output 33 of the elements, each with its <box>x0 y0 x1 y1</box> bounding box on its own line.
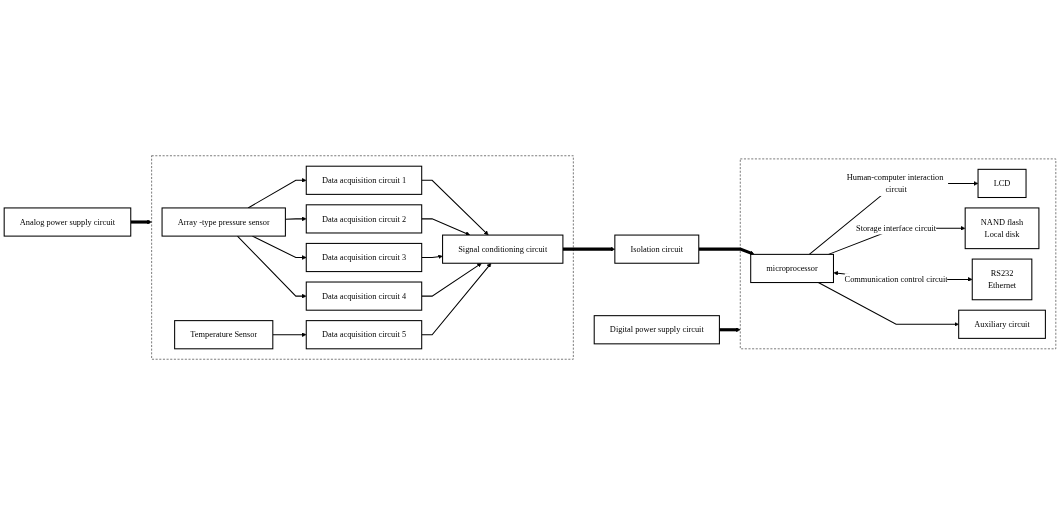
arrow <box>421 263 482 297</box>
arrow <box>421 263 492 336</box>
arrow <box>421 254 443 260</box>
node-box: Data acquisition circuit 4 <box>305 281 423 311</box>
node-box: LCD <box>977 168 1027 198</box>
edge-label: Communication control circuit <box>844 274 948 284</box>
node-box: Isolation circuit <box>614 234 700 264</box>
cluster <box>151 155 574 360</box>
arrow <box>236 235 307 299</box>
node-box: Signal conditioning circuit <box>442 234 564 264</box>
node-box: Analog power supply circuit <box>3 207 132 237</box>
arrow <box>247 178 307 209</box>
node-box: Data acquisition circuit 5 <box>305 320 423 350</box>
node-box: Temperature Sensor <box>174 320 274 350</box>
node-box: Data acquisition circuit 3 <box>305 242 423 273</box>
arrow <box>719 327 741 333</box>
node-box: Data acquisition circuit 1 <box>305 165 423 195</box>
edge-label: Storage interface circuit <box>855 223 937 233</box>
arrow <box>421 218 471 236</box>
node-box: Data acquisition circuit 2 <box>305 204 423 234</box>
arrow <box>817 282 959 327</box>
arrow <box>698 247 755 256</box>
node-box: microprocessor <box>750 253 834 284</box>
arrow <box>421 179 489 236</box>
node-box: NAND flash Local disk <box>964 207 1040 250</box>
node-box: Auxiliary circuit <box>958 309 1046 339</box>
node-box: RS232 Ethernet <box>971 258 1033 301</box>
arrow <box>272 332 307 337</box>
node-box: Digital power supply circuit <box>593 315 720 345</box>
arrow <box>130 219 152 225</box>
node-box: Array -type pressure sensor <box>161 207 286 237</box>
cluster <box>740 158 1057 350</box>
edge-label: Human-computer interaction circuit <box>846 172 944 194</box>
